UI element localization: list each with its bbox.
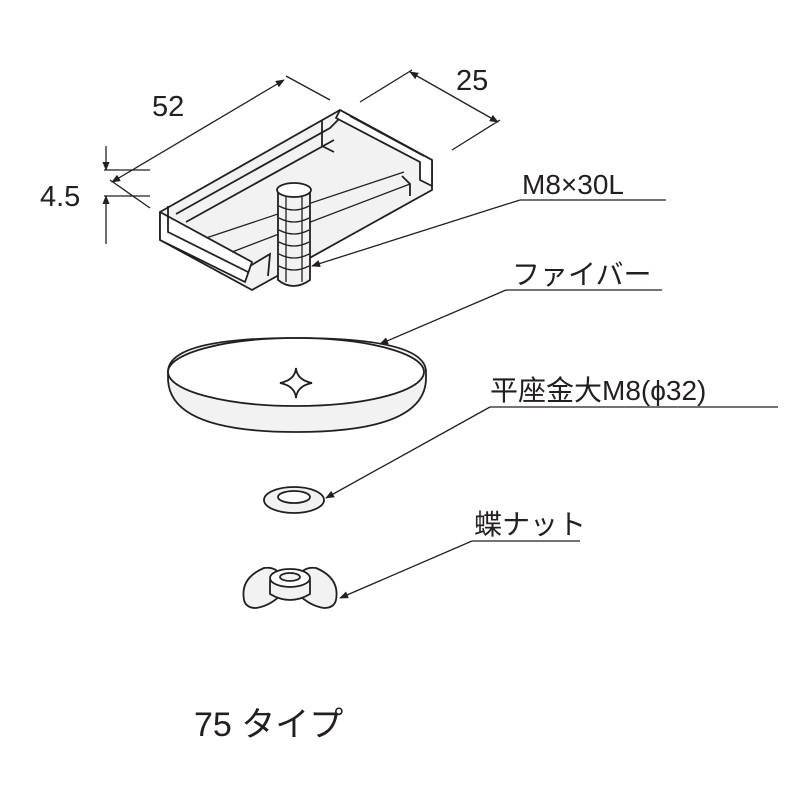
diagram-caption: 75 タイプ bbox=[194, 706, 343, 744]
bolt bbox=[276, 182, 312, 287]
dimension-length-label: 52 bbox=[152, 91, 184, 123]
wing-nut bbox=[242, 566, 338, 609]
dimension-width-label: 25 bbox=[456, 65, 488, 97]
leader-wing-nut bbox=[339, 540, 580, 599]
washer bbox=[263, 486, 325, 514]
washer-label: 平座金大M8(ϕ32) bbox=[490, 375, 706, 406]
dimension-length bbox=[109, 75, 331, 209]
dimension-width bbox=[359, 69, 501, 151]
leader-bolt bbox=[311, 199, 666, 267]
bolt-label: M8×30L bbox=[522, 169, 624, 200]
leader-fiber bbox=[379, 289, 662, 345]
wing-nut-label: 蝶ナット bbox=[474, 509, 586, 540]
dimension-height-label: 4.5 bbox=[40, 181, 80, 213]
dimension-height bbox=[102, 146, 150, 244]
leader-washer bbox=[325, 406, 778, 499]
fiber-label: ファイバー bbox=[512, 259, 651, 290]
fiber-disc bbox=[167, 337, 427, 433]
